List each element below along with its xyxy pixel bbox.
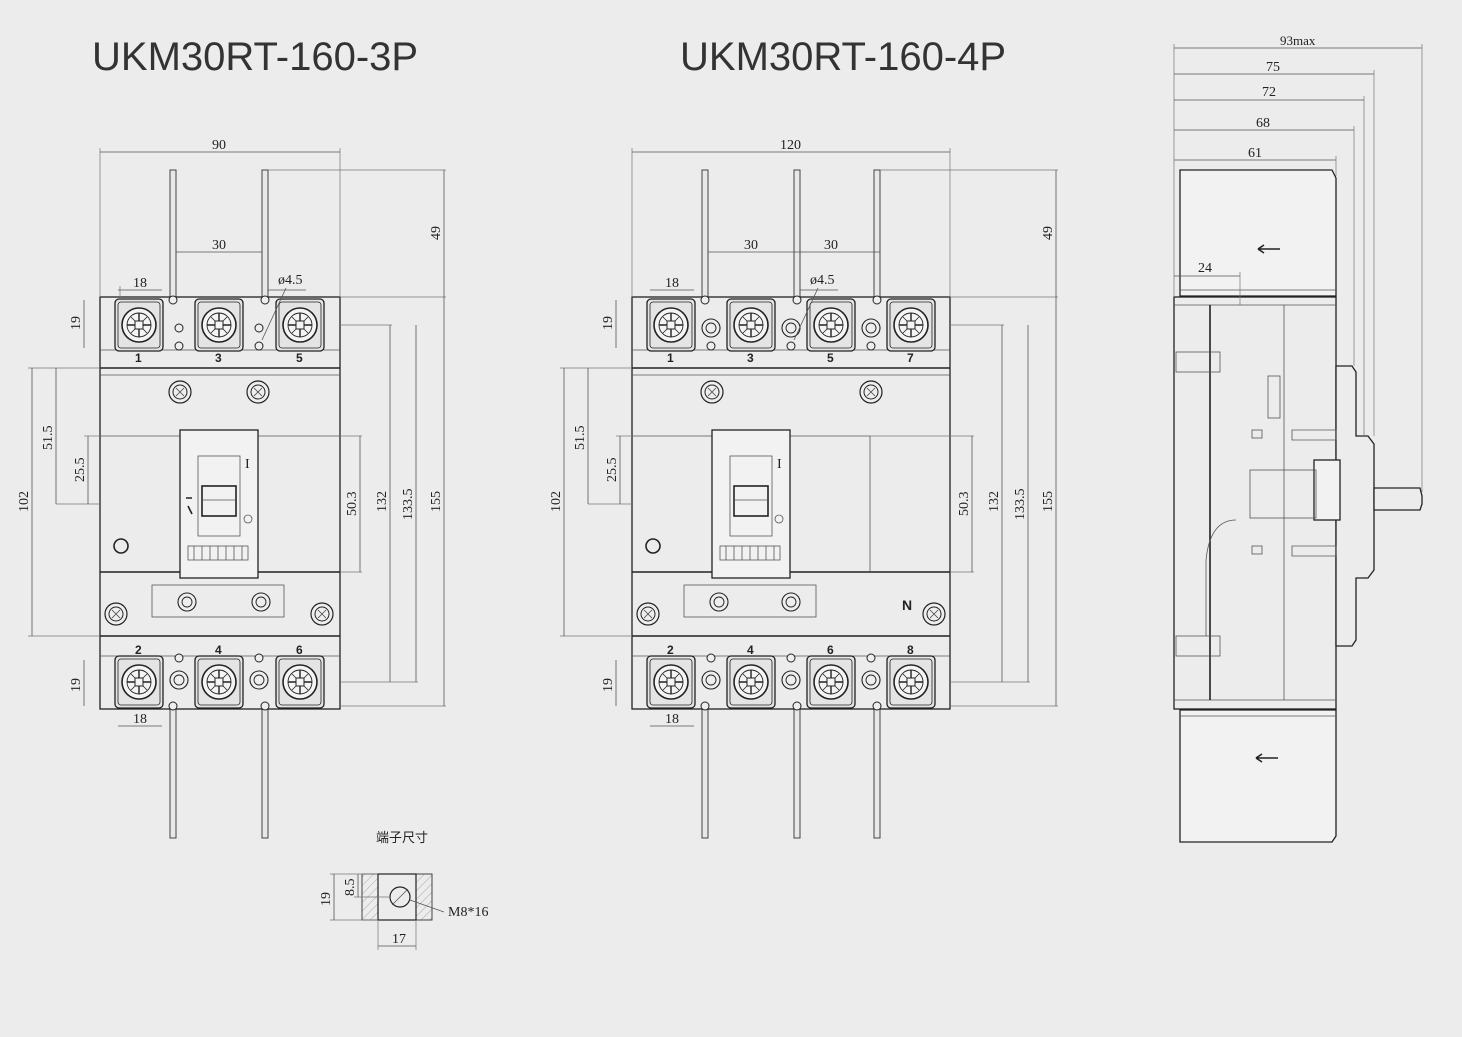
dim-155-4p: 155 <box>1041 491 1056 512</box>
terminal-dim-offset: 8.5 <box>343 879 358 897</box>
terminal-label: 4 <box>215 643 222 657</box>
dim-93max: 93max <box>1280 33 1316 48</box>
dim-pitch-4p-2: 30 <box>824 238 838 253</box>
dim-133-5-3p: 133.5 <box>401 489 416 521</box>
dim-terminal-4p: 18 <box>665 276 679 291</box>
dim-25-5-4p: 25.5 <box>605 458 620 483</box>
terminal-label: 6 <box>827 643 834 657</box>
neutral-label: N <box>902 597 912 613</box>
dim-wire-4p: 49 <box>1041 226 1056 240</box>
terminal-label: 2 <box>135 643 142 657</box>
terminal-label: 8 <box>907 643 914 657</box>
dim-132-3p: 132 <box>375 491 390 512</box>
terminal-detail-caption: 端子尺寸 <box>376 831 428 846</box>
dim-terminal-3p-bottom: 18 <box>133 712 147 727</box>
dim-term-height-3p: 19 <box>69 316 84 330</box>
handle-on-3p: I <box>245 457 250 472</box>
dim-wire-3p: 49 <box>429 226 444 240</box>
terminal-dim-width: 17 <box>392 932 406 947</box>
dim-51-5-3p: 51.5 <box>41 426 56 451</box>
dim-102-4p: 102 <box>549 491 564 512</box>
terminal-label: 1 <box>667 351 674 365</box>
front-view-4p: I N 1 3 5 <box>549 138 1058 839</box>
dim-68: 68 <box>1256 116 1270 131</box>
title-4p: UKM30RT-160-4P <box>680 35 1006 79</box>
dim-term-height-4p-bottom: 19 <box>601 678 616 692</box>
dim-25-5-3p: 25.5 <box>73 458 88 483</box>
terminal-label: 1 <box>135 351 142 365</box>
terminal-label: 5 <box>296 351 303 365</box>
terminal-dim-height: 19 <box>319 892 334 906</box>
dim-terminal-4p-bottom: 18 <box>665 712 679 727</box>
terminal-label: 3 <box>215 351 222 365</box>
dim-132-4p: 132 <box>987 491 1002 512</box>
dim-50-3-3p: 50.3 <box>345 492 360 517</box>
terminal-screw-spec: M8*16 <box>448 905 488 920</box>
dim-term-height-3p-bottom: 19 <box>69 678 84 692</box>
terminal-label: 5 <box>827 351 834 365</box>
dim-75: 75 <box>1266 60 1280 75</box>
dim-133-5-4p: 133.5 <box>1013 489 1028 521</box>
dim-terminal-3p: 18 <box>133 276 147 291</box>
front-view-3p: I 1 3 5 2 4 <box>17 138 446 839</box>
side-view: 93max 75 72 68 61 24 <box>1173 33 1423 843</box>
terminal-label: 4 <box>747 643 754 657</box>
terminal-detail: 端子尺寸 M8*16 19 8.5 17 <box>319 831 488 950</box>
dim-102-3p: 102 <box>17 491 32 512</box>
dim-50-3-4p: 50.3 <box>957 492 972 517</box>
terminal-label: 2 <box>667 643 674 657</box>
handle-on-4p: I <box>777 457 782 472</box>
dim-hole-4p: ø4.5 <box>810 273 835 288</box>
dim-61: 61 <box>1248 146 1262 161</box>
dim-51-5-4p: 51.5 <box>573 426 588 451</box>
dim-155-3p: 155 <box>429 491 444 512</box>
title-3p: UKM30RT-160-3P <box>92 35 418 79</box>
dim-pitch-3p: 30 <box>212 238 226 253</box>
dim-term-height-4p: 19 <box>601 316 616 330</box>
terminal-label: 3 <box>747 351 754 365</box>
dim-hole-3p: ø4.5 <box>278 273 303 288</box>
terminal-label: 7 <box>907 351 914 365</box>
dim-72: 72 <box>1262 85 1276 100</box>
terminal-label: 6 <box>296 643 303 657</box>
dim-24: 24 <box>1198 261 1212 276</box>
dim-width-3p: 90 <box>212 138 226 153</box>
dim-pitch-4p: 30 <box>744 238 758 253</box>
dim-width-4p: 120 <box>780 138 801 153</box>
